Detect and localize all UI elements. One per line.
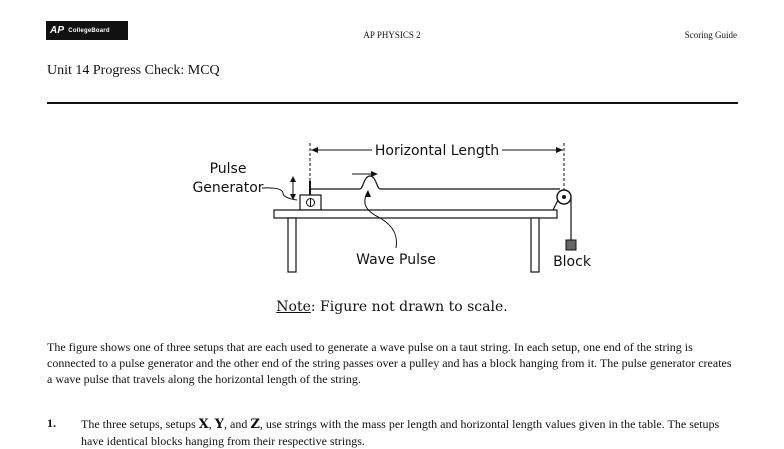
pulley-axle bbox=[562, 195, 566, 199]
wave-pulse-label: Wave Pulse bbox=[356, 252, 436, 268]
title-divider bbox=[47, 102, 738, 104]
hanging-block bbox=[565, 239, 577, 251]
setup-z: Z bbox=[250, 417, 260, 432]
header-scoring-guide: Scoring Guide bbox=[684, 30, 737, 40]
generator-label: Generator bbox=[192, 180, 263, 196]
table-top bbox=[273, 209, 558, 219]
question-sep2: , and bbox=[224, 417, 251, 431]
taut-string bbox=[310, 175, 560, 190]
down-arrowhead bbox=[290, 194, 296, 200]
table-leg-left bbox=[287, 217, 297, 273]
note-prefix: Note bbox=[276, 299, 311, 315]
wave-pulse-leader-arrowhead bbox=[365, 190, 371, 197]
block-label: Block bbox=[553, 254, 592, 270]
logo-org-text: CollegeBoard bbox=[68, 27, 110, 34]
wave-pulse-setup-figure: Horizontal Length Pulse Generator Block … bbox=[192, 143, 592, 273]
figure-note: Note: Figure not drawn to scale. bbox=[0, 299, 784, 315]
horizontal-length-label: Horizontal Length bbox=[375, 143, 499, 159]
question-text: The three setups, setups X, Y, and Z, us… bbox=[81, 416, 741, 449]
header-course: AP PHYSICS 2 bbox=[363, 30, 421, 40]
question-sep1: , bbox=[208, 417, 215, 431]
wave-pulse-leader-line bbox=[364, 190, 397, 249]
logo-ap-text: AP bbox=[50, 25, 65, 36]
pulse-direction-arrowhead bbox=[371, 171, 378, 177]
table-leg-right bbox=[530, 217, 540, 273]
length-arrowhead-right bbox=[556, 147, 563, 153]
college-board-logo: AP CollegeBoard bbox=[46, 21, 128, 40]
page-title: Unit 14 Progress Check: MCQ bbox=[47, 63, 220, 78]
up-arrowhead bbox=[290, 176, 296, 182]
setup-description: The figure shows one of three setups tha… bbox=[47, 340, 732, 386]
note-text: : Figure not drawn to scale. bbox=[310, 299, 508, 315]
setup-y: Y bbox=[214, 417, 225, 432]
question-number: 1. bbox=[47, 416, 56, 430]
question-part1: The three setups, setups bbox=[81, 417, 199, 431]
pulse-label: Pulse bbox=[210, 161, 247, 177]
generator-leader-line bbox=[261, 187, 298, 201]
length-arrowhead-left bbox=[311, 147, 318, 153]
setup-x: X bbox=[198, 417, 209, 432]
